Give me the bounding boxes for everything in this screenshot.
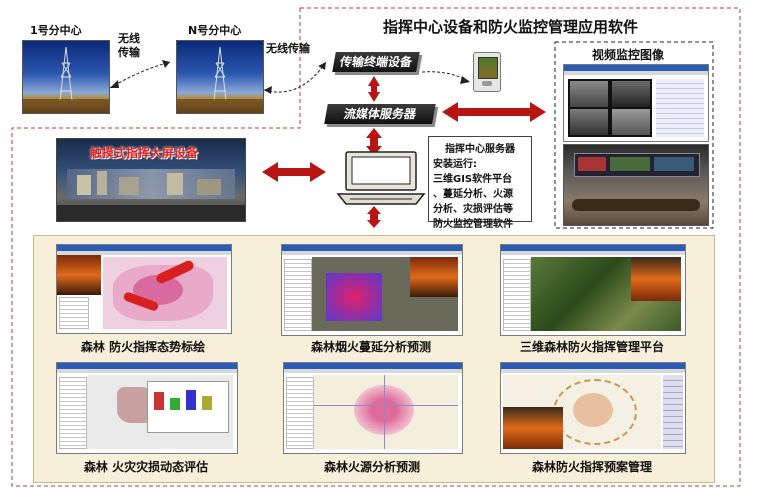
control-room-photo	[563, 144, 709, 226]
wireless-label-1: 无线 传输	[118, 32, 140, 59]
main-title: 指挥中心设备和防火监控管理应用软件	[383, 18, 639, 36]
streaming-server: 流媒体服务器	[324, 104, 436, 124]
server-note-line: 安装运行:	[433, 159, 477, 170]
app-label: 森林火源分析预测	[323, 460, 420, 474]
server-note-line: 防火监控管理软件	[433, 219, 513, 230]
app-screenshot-fire-source	[283, 362, 463, 454]
touchscreen-display-photo	[56, 138, 246, 222]
app-screenshot-situation-plotting	[56, 244, 232, 334]
wireless-links	[109, 60, 471, 94]
server-note-line: 分析、灾损评估等	[433, 204, 513, 215]
app-label: 三维森林防火指挥管理平台	[519, 340, 664, 354]
server-note-line: 、蔓延分析、火源	[433, 189, 513, 200]
computer-icon	[336, 151, 426, 205]
server-note-title: 指挥中心服务器	[445, 144, 515, 155]
app-label: 森林烟火蔓延分析预测	[310, 340, 431, 354]
touchscreen-label: 触摸式指挥大屏设备	[90, 146, 199, 160]
app-label: 森林 防火指挥态势标绘	[80, 340, 206, 354]
app-screenshot-3d-platform	[500, 244, 686, 336]
station-n-photo	[176, 40, 264, 114]
vertical-arrows	[262, 76, 546, 228]
wireless-label-2: 无线传输	[266, 42, 310, 55]
app-screenshot-smoke-spread	[281, 244, 463, 336]
server-note-line: 三维GIS软件平台	[433, 174, 513, 185]
video-title: 视频监控图像	[592, 48, 665, 62]
app-screenshot-contingency-plan	[500, 362, 686, 454]
station-n-label: N号分中心	[188, 24, 242, 37]
app-screenshot-damage-assessment	[56, 362, 238, 454]
app-label: 森林 火灾灾损动态评估	[83, 460, 209, 474]
station-1-label: 1号分中心	[30, 24, 82, 37]
video-monitor-screenshot	[563, 64, 709, 142]
app-label: 森林防火指挥预案管理	[531, 460, 652, 474]
handheld-device-icon	[473, 52, 501, 92]
server-note: 指挥中心服务器 安装运行: 三维GIS软件平台 、蔓延分析、火源 分析、灾损评估…	[428, 136, 532, 230]
station-1-photo	[22, 40, 110, 114]
